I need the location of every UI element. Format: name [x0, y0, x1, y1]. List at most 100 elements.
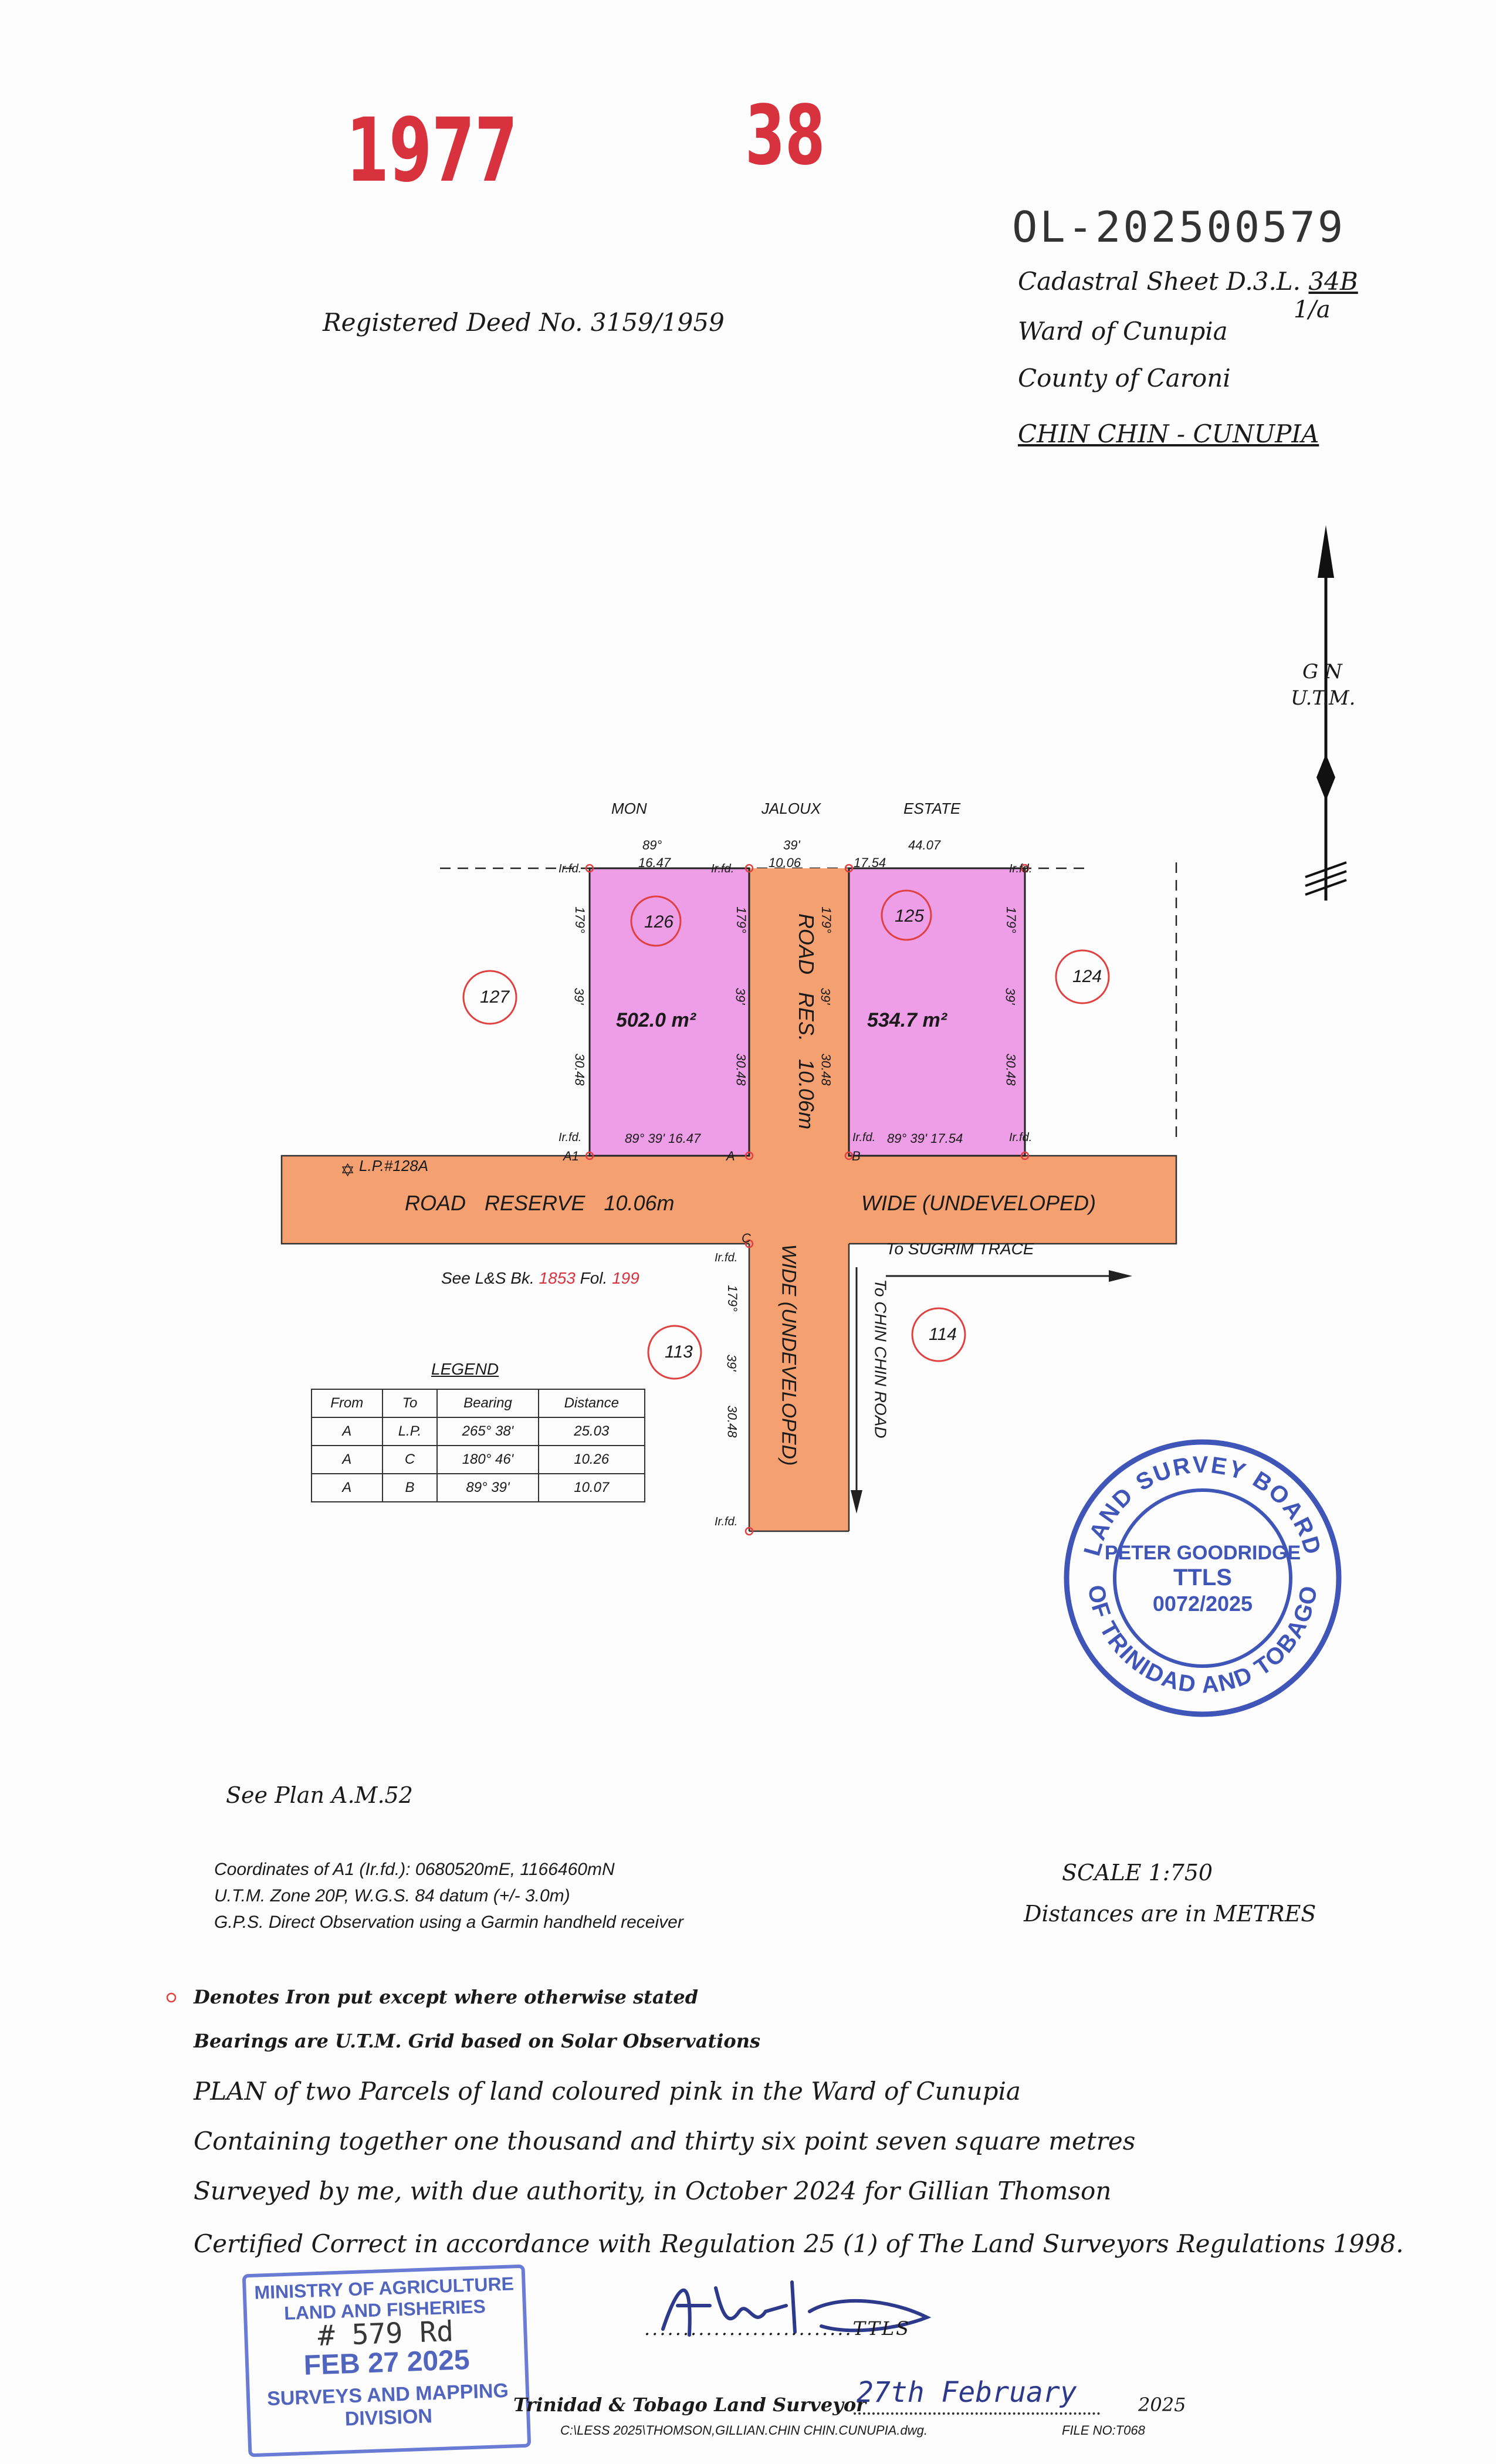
side-dim-minutes: 39' — [1003, 987, 1018, 1005]
iron-found-label: Ir.fd. — [559, 1131, 582, 1144]
legend-header: From — [311, 1389, 383, 1418]
cadastral-sheet-num: 34B — [1308, 267, 1358, 296]
ttls-line: ...........................TTLS — [644, 2317, 911, 2340]
lot-126-id: 126 — [644, 912, 674, 932]
lot-125-parcel — [848, 867, 1026, 1157]
lot-124-id: 124 — [1072, 967, 1102, 986]
lot-113-id: 113 — [665, 1342, 693, 1362]
iron-found-label: Ir.fd. — [711, 862, 735, 875]
side-dim-minutes: 39' — [733, 987, 748, 1005]
seal-title: TTLS — [1173, 1565, 1232, 1590]
side-dim-bearing: 179° — [733, 906, 749, 933]
bottom-dim-lot-125: 89° 39' 17.54 — [887, 1131, 963, 1146]
road-horizontal-label: ROAD RESERVE 10.06m — [405, 1191, 675, 1215]
table-row: A B 89° 39' 10.07 — [311, 1473, 645, 1502]
top-mid-bearing: 39' — [783, 838, 800, 852]
iron-found-label: Ir.fd. — [715, 1251, 738, 1264]
lp-label: L.P.#128A — [359, 1157, 429, 1175]
registered-deed: Registered Deed No. 3159/1959 — [323, 308, 725, 337]
bearings-note: Bearings are U.T.M. Grid based on Solar … — [194, 2030, 761, 2052]
scale-note: SCALE 1:750 — [1062, 1860, 1213, 1886]
vertical-road-reserve — [749, 868, 849, 1531]
cadastral-sheet: Cadastral Sheet D.3.L. 34B — [1018, 267, 1358, 296]
top-right-distance-a: 44.07 — [908, 838, 941, 852]
iron-found-label: Ir.fd. — [1009, 862, 1033, 875]
side-dim-distance: 30.48 — [818, 1053, 834, 1086]
file-reference: OL-202500579 — [1012, 202, 1346, 252]
plan-of-statement: PLAN of two Parcels of land coloured pin… — [194, 2077, 1021, 2106]
north-arrow-icon — [1305, 525, 1347, 901]
file-number: FILE NO:T068 — [1062, 2423, 1145, 2438]
cadastral-sheet-sub: 1/a — [1294, 296, 1331, 323]
side-dim-minutes: 39' — [724, 1354, 739, 1372]
certified-statement: Certified Correct in accordance with Reg… — [194, 2229, 1404, 2258]
lot-126-parcel — [588, 867, 750, 1157]
see-plan-note: See Plan A.M.52 — [226, 1782, 413, 1808]
stamp-year: 1977 — [346, 100, 518, 202]
date-dotted-line — [854, 2412, 1100, 2415]
drawing-path: C:\LESS 2025\THOMSON,GILLIAN.CHIN CHIN.C… — [560, 2423, 928, 2438]
see-ls-reference: See L&S Bk. 1853 Fol. 199 — [441, 1269, 639, 1287]
side-dim-minutes: 39' — [571, 987, 587, 1005]
coords-note: Coordinates of A1 (Ir.fd.): 0680520mE, 1… — [214, 1860, 615, 1879]
legend-table: From To Bearing Distance A L.P. 265° 38'… — [311, 1389, 645, 1502]
top-left-bearing: 89° — [642, 838, 662, 852]
iron-marker-icon — [166, 1992, 177, 2003]
stamp-number: 38 — [745, 88, 825, 184]
side-dim-distance: 30.48 — [725, 1405, 740, 1438]
containing-statement: Containing together one thousand and thi… — [194, 2127, 1136, 2155]
side-dim-minutes: 39' — [818, 987, 833, 1005]
survey-plan-drawing: ✡ — [280, 862, 1177, 1536]
side-dim-bearing: 179° — [725, 1285, 740, 1312]
signature-year: 2025 — [1138, 2394, 1186, 2416]
legend-header: Distance — [537, 1389, 645, 1418]
side-dim-distance: 30.48 — [733, 1053, 749, 1086]
cadastral-sheet-prefix: Cadastral Sheet D.3.L. — [1018, 267, 1301, 296]
county-label: County of Caroni — [1018, 364, 1231, 392]
lot-125-area: 534.7 m² — [867, 1009, 947, 1031]
side-dim-bearing: 179° — [1003, 906, 1018, 933]
to-sugrim-trace-label: To SUGRIM TRACE — [886, 1240, 1034, 1258]
iron-note: Denotes Iron put except where otherwise … — [194, 1986, 699, 2008]
top-right-distance-b: 17.54 — [854, 855, 886, 870]
iron-markers — [585, 864, 1030, 1536]
table-row: A L.P. 265° 38' 25.03 — [311, 1417, 645, 1446]
side-dim-distance: 30.48 — [572, 1053, 587, 1086]
distances-note: Distances are in METRES — [1024, 1901, 1316, 1927]
gps-note: G.P.S. Direct Observation using a Garmin… — [214, 1913, 683, 1932]
signature-date: 27th February — [857, 2376, 1077, 2409]
surveyor-signature — [661, 2280, 932, 2337]
lot-126-area: 502.0 m² — [616, 1009, 696, 1031]
bottom-dim-lot-126: 89° 39' 16.47 — [625, 1131, 701, 1146]
road-vertical-label: ROAD RES. 10.06m — [794, 913, 819, 1130]
estate-label-estate: ESTATE — [903, 800, 961, 817]
north-label-gn: G N — [1302, 660, 1342, 683]
estate-label-jaloux: JALOUX — [761, 800, 821, 817]
surveyor-title: Trinidad & Tobago Land Surveyor — [513, 2394, 867, 2416]
ministry-stamp: MINISTRY OF AGRICULTURE LAND AND FISHERI… — [242, 2264, 532, 2458]
point-a1-label: A1 — [563, 1149, 579, 1163]
legend-title: LEGEND — [431, 1360, 499, 1378]
locality-label: CHIN CHIN - CUNUPIA — [1018, 419, 1319, 448]
iron-found-label: Ir.fd. — [852, 1131, 876, 1144]
lot-114-marker — [911, 1307, 966, 1362]
point-a-label: A — [726, 1149, 735, 1163]
lp-star-icon: ✡ — [340, 1161, 355, 1180]
seal-name: PETER GOODRIDGE — [1105, 1542, 1301, 1564]
iron-found-label: Ir.fd. — [559, 862, 582, 875]
to-chin-chin-road-label: To CHIN CHIN ROAD — [871, 1279, 890, 1439]
lot-125-id: 125 — [895, 906, 925, 926]
top-mid-distance: 10.06 — [769, 855, 801, 870]
north-label-utm: U.T.M. — [1291, 686, 1356, 710]
iron-found-label: Ir.fd. — [715, 1515, 738, 1528]
legend-header: Bearing — [436, 1389, 539, 1418]
point-c-label: C — [742, 1231, 751, 1245]
side-dim-bearing: 179° — [572, 906, 587, 933]
estate-label-mon: MON — [611, 800, 647, 817]
lot-114-id: 114 — [929, 1325, 957, 1344]
land-survey-board-seal: LAND SURVEY BOARD OF TRINIDAD AND TOBAGO… — [1064, 1439, 1342, 1717]
lot-127-marker — [462, 970, 517, 1025]
road-vertical-wide-label: WIDE (UNDEVELOPED) — [777, 1244, 800, 1466]
road-horizontal-wide-label: WIDE (UNDEVELOPED) — [861, 1191, 1096, 1215]
side-dim-distance: 30.48 — [1003, 1053, 1018, 1086]
